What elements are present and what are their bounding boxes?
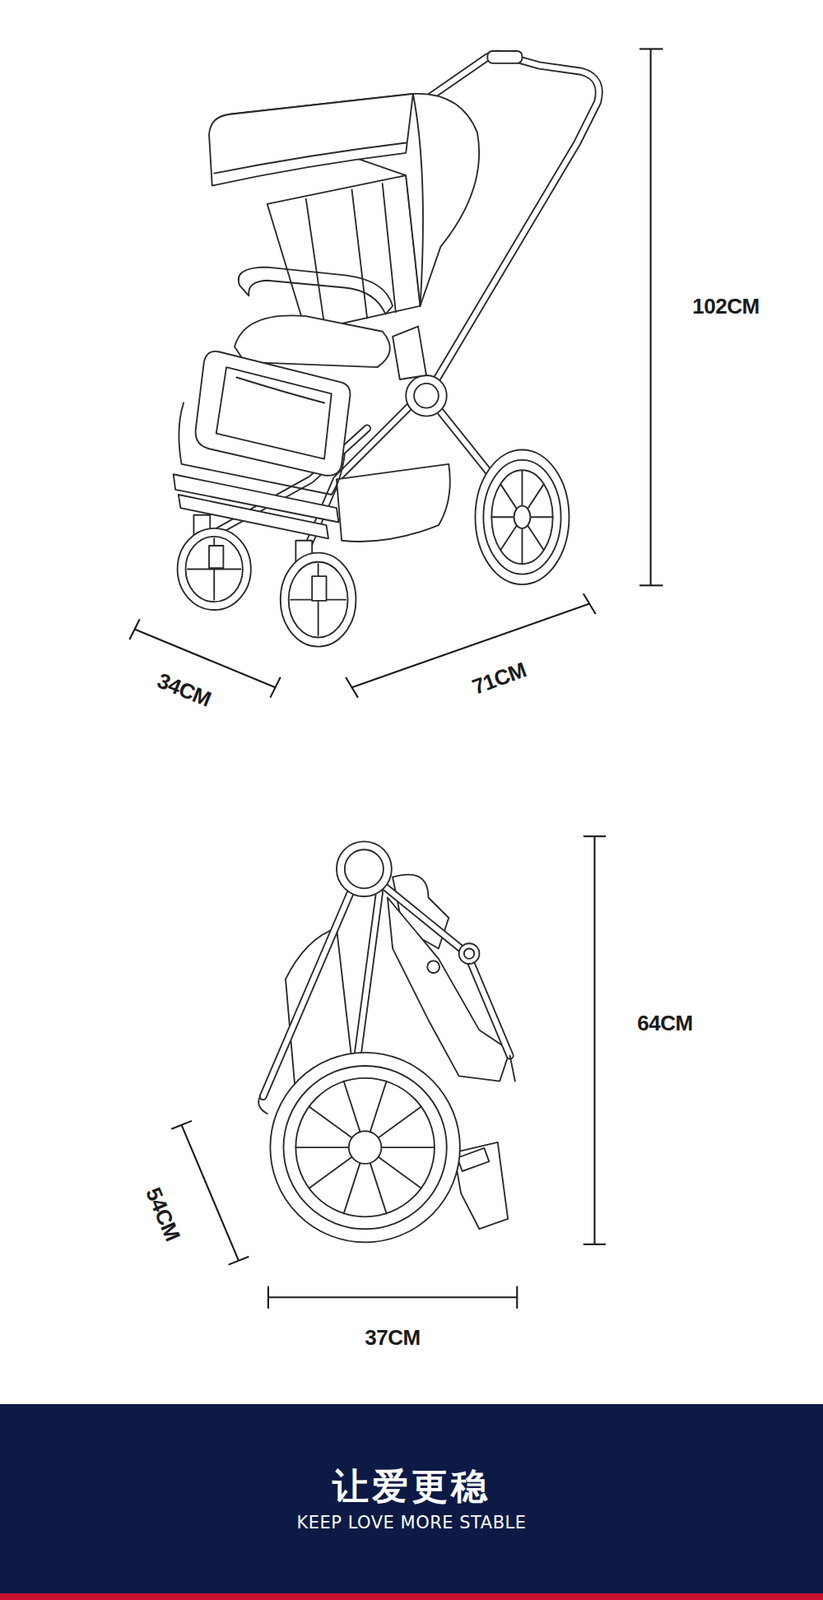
dimension-label: 71CM (466, 655, 533, 701)
dimension-label: 34CM (151, 666, 218, 713)
rear-wheel (474, 449, 569, 585)
dimension-line (583, 836, 606, 1245)
front-wheel (280, 540, 357, 647)
bumper-bar (238, 267, 393, 315)
leg-rest (195, 351, 351, 476)
slogan-band: 让爱更稳 KEEP LOVE MORE STABLE (0, 1404, 823, 1594)
dimension-label: 54CM (139, 1181, 186, 1247)
front-wheel (177, 515, 252, 610)
seat-cushion (234, 315, 391, 368)
dimension-label: 102CM (689, 293, 762, 320)
accent-stripe (0, 1593, 823, 1600)
dimension-label: 64CM (634, 1010, 695, 1037)
dimension-label: 37CM (362, 1325, 423, 1351)
seat-back (267, 175, 421, 332)
basket (336, 464, 451, 542)
dimension-line (268, 1286, 517, 1309)
dimension-line (171, 1120, 249, 1265)
slogan-subtitle: KEEP LOVE MORE STABLE (296, 1512, 526, 1533)
slogan-title: 让爱更稳 (332, 1464, 491, 1509)
canopy-front (209, 93, 414, 186)
seat-bracket (392, 326, 427, 380)
dimension-line (639, 48, 664, 586)
handle-grip (487, 51, 522, 64)
folded-stroller (258, 841, 516, 1242)
hinge-hub (405, 375, 447, 417)
